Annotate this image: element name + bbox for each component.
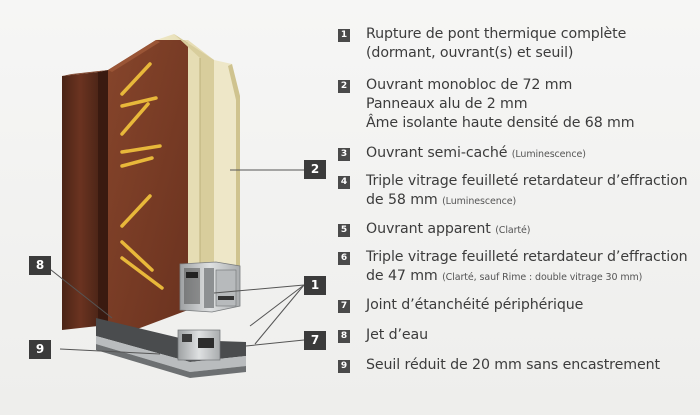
callout-2: 2	[304, 160, 326, 179]
legend-number: 5	[338, 224, 350, 237]
legend-number: 7	[338, 300, 350, 313]
legend-number: 9	[338, 360, 350, 373]
aluminium-profile	[179, 261, 241, 313]
legend-text: Joint d’étanchéité périphérique	[366, 297, 584, 313]
insulation-core	[156, 34, 240, 280]
legend-number: 3	[338, 148, 350, 161]
legend-text-line2: (dormant, ouvrant(s) et seuil)	[366, 45, 574, 61]
leader-lines	[45, 169, 305, 355]
legend-number: 4	[338, 176, 350, 189]
legend-note: (Luminescence)	[442, 196, 517, 207]
legend-text: Rupture de pont thermique complète	[366, 26, 627, 42]
legend-text-line3: Âme isolante haute densité de 68 mm	[366, 115, 635, 131]
threshold-sill	[96, 318, 246, 378]
callout-7: 7	[304, 331, 326, 350]
legend-text-line2: de 47 mm	[366, 268, 438, 284]
legend-number: 6	[338, 252, 350, 265]
legend-number: 8	[338, 330, 350, 343]
legend-text: Ouvrant apparent	[366, 221, 491, 237]
legend-text: Triple vitrage feuilleté retardateur d’e…	[366, 249, 688, 265]
legend-note: (Clarté)	[495, 225, 531, 236]
callout-9: 9	[29, 340, 51, 359]
dormant-frame	[62, 70, 108, 330]
door-leaf	[108, 40, 188, 340]
callout-8: 8	[29, 256, 51, 275]
legend-text: Ouvrant monobloc de 72 mm	[366, 77, 573, 93]
legend-text: Jet d’eau	[366, 327, 429, 343]
callout-1: 1	[304, 276, 326, 295]
legend-note: (Clarté, sauf Rime : double vitrage 30 m…	[442, 272, 643, 283]
legend-number: 2	[338, 80, 350, 93]
legend-text: Ouvrant semi-caché	[366, 145, 508, 161]
legend-number: 1	[338, 29, 350, 42]
legend-note: (Luminescence)	[511, 149, 586, 160]
legend-text: Seuil réduit de 20 mm sans encastrement	[366, 357, 660, 373]
legend-text-line2: Panneaux alu de 2 mm	[366, 96, 528, 112]
legend-text-line2: de 58 mm	[366, 192, 438, 208]
decor-lines	[120, 62, 164, 290]
legend-text: Triple vitrage feuilleté retardateur d’e…	[366, 173, 688, 189]
